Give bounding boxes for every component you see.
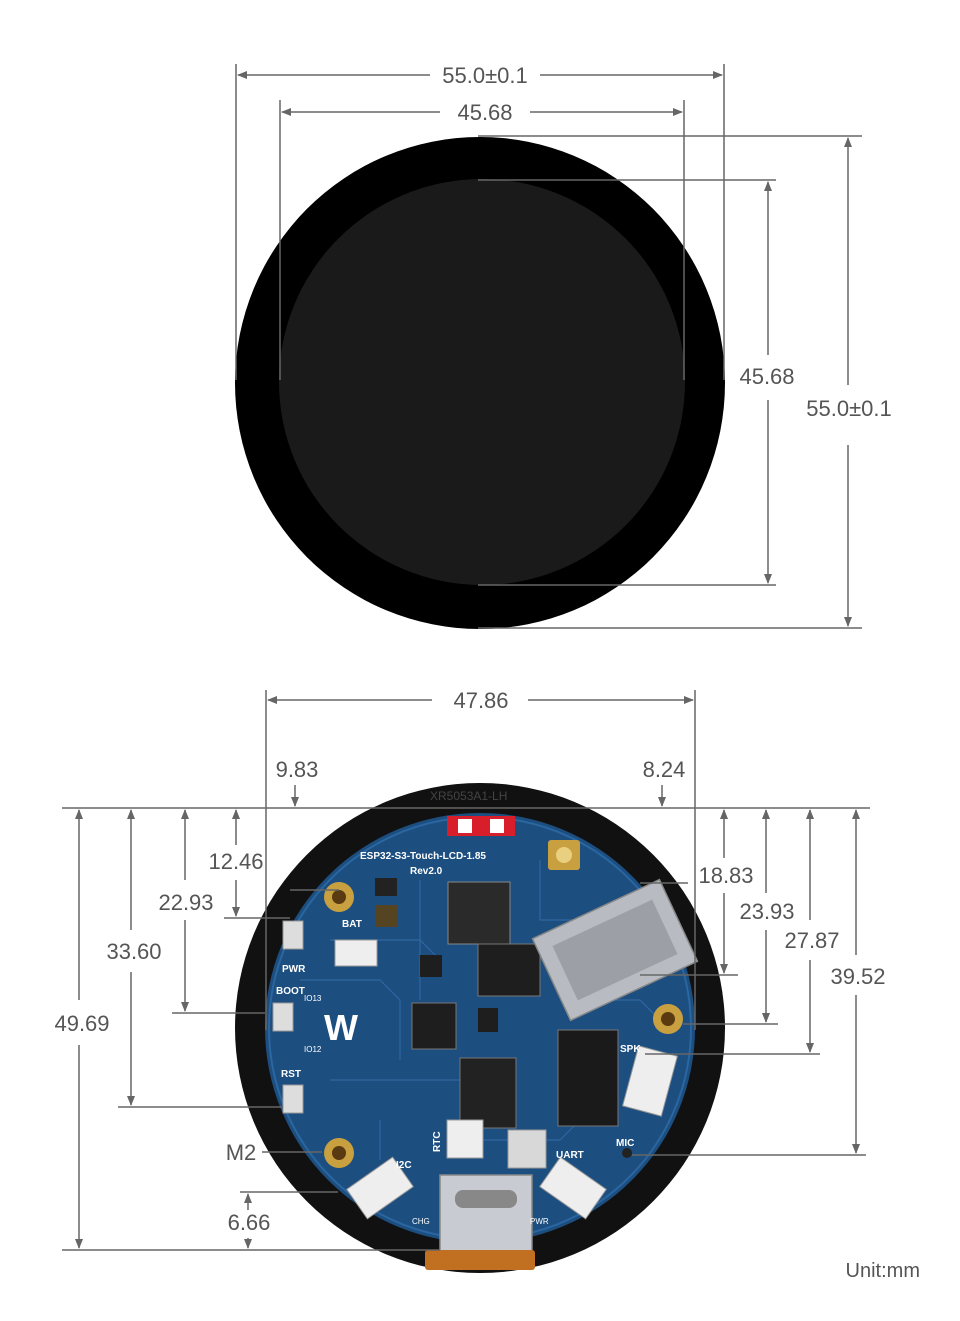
esp32-chip [447,881,511,945]
dim-outer-width: 55.0±0.1 [442,63,527,88]
dim-right-2: 23.93 [739,899,794,924]
dim-inner-width: 45.68 [457,100,512,125]
dim-inner-height: 45.68 [739,364,794,389]
pcb-label-mic: MIC [616,1138,634,1149]
unit-label: Unit:mm [845,1260,920,1282]
dim-outer-height: 55.0±0.1 [806,396,891,421]
dim-right-4: 39.52 [830,964,885,989]
hole-label-m2: M2 [226,1140,257,1165]
pcb-label-product: ESP32-S3-Touch-LCD-1.85 [360,851,486,862]
pcb-label-pwr-led: PWR [530,1217,549,1226]
dim-right-offset: 8.24 [643,757,686,782]
dim-right-1: 18.83 [698,863,753,888]
dim-left-1: 12.46 [208,849,263,874]
top-view: 55.0±0.1 45.68 45.68 55.0±0.1 [235,63,892,629]
pcb-label-io12: IO12 [304,1045,322,1054]
dim-left-2: 22.93 [158,890,213,915]
usb-c-port [439,1174,533,1254]
pcb-label-chg: CHG [412,1217,430,1226]
dim-left-4: 49.69 [54,1011,109,1036]
dim-left-offset: 9.83 [276,757,319,782]
pcb-label-uart: UART [556,1150,584,1161]
side-buttons [272,920,304,1114]
pcb-label-io13: IO13 [304,994,322,1003]
dim-bottom: 6.66 [228,1210,271,1235]
connectors [334,939,678,1220]
pcb-label-spk: SPK [620,1044,641,1055]
dim-left-3: 33.60 [106,939,161,964]
svg-text:W: W [324,1007,358,1048]
bottom-view: XR5053A1-LH [54,688,886,1273]
dim-board-width: 47.86 [453,688,508,713]
rim-label: XR5053A1-LH [430,789,507,803]
pcb-label-rtc: RTC [432,1131,443,1152]
pcb-label-pwr: PWR [282,964,306,975]
pcb-label-bat: BAT [342,919,362,930]
pcb-label-rev: Rev2.0 [410,866,443,877]
display-active-area [279,179,685,585]
pcb-label-boot: BOOT [276,986,305,997]
dim-right-3: 27.87 [784,928,839,953]
pcb-label-rst: RST [281,1069,301,1080]
pcb-label-i2c: I2C [396,1160,412,1171]
